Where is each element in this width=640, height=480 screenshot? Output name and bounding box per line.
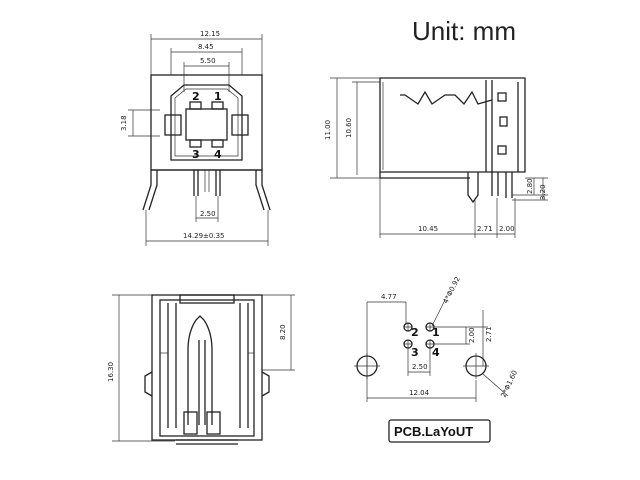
dim-side-offset-b: 2.00 — [499, 225, 515, 233]
unit-label: Unit: mm — [412, 16, 516, 46]
front-pin-4: 4 — [214, 148, 222, 161]
front-pin-1: 1 — [214, 90, 222, 103]
pcb-layout: 4.77 4*Φ0.92 2 1 3 4 2.00 2.71 2.50 12.0… — [354, 275, 520, 443]
dim-pcb-y-total: 2.71 — [485, 326, 493, 342]
dim-left-height: 3.18 — [120, 115, 128, 131]
dim-pcb-big-hole: 2*Φ1.60 — [500, 369, 520, 399]
pcb-pin-2: 2 — [411, 326, 419, 339]
dim-bottom-upper-height: 8.20 — [279, 324, 287, 340]
front-pin-3: 3 — [192, 148, 200, 161]
dim-side-total-height: 11.00 — [324, 120, 332, 140]
dim-side-offset-a: 2.71 — [477, 225, 493, 233]
dim-pcb-x-offset: 4.77 — [381, 293, 397, 301]
dim-pin-pitch: 2.50 — [200, 210, 216, 218]
pcb-pin-3: 3 — [411, 346, 419, 359]
pcb-layout-label-box — [388, 419, 491, 443]
dim-side-length: 10.45 — [418, 225, 438, 233]
dim-pcb-pitch-x: 2.50 — [412, 363, 428, 371]
side-view: 11.00 10.60 10.45 2.71 2.00 2 — [324, 77, 548, 238]
dim-side-right-a: 2.80 — [526, 178, 534, 194]
pcb-pin-4: 4 — [432, 346, 440, 359]
dim-pcb-span: 12.04 — [409, 389, 430, 397]
dim-width-mid: 8.45 — [198, 43, 214, 51]
front-pin-2: 2 — [192, 90, 200, 103]
dim-width-inner: 5.50 — [200, 57, 216, 65]
dim-pcb-pitch-y: 2.00 — [468, 327, 476, 343]
dim-pcb-small-hole: 4*Φ0.92 — [442, 275, 462, 305]
dim-side-right-b: 3.20 — [539, 184, 547, 200]
pcb-layout-label: PCB.LaYoUT — [394, 424, 473, 439]
pcb-pin-1: 1 — [432, 326, 440, 339]
front-view: 12.15 8.45 5.50 3.18 2 1 3 4 — [120, 30, 271, 246]
dim-width-total: 12.15 — [200, 30, 220, 38]
dim-bottom-total-height: 16.30 — [107, 362, 115, 382]
dim-side-body-height: 10.60 — [345, 118, 353, 138]
dim-base-width: 14.29±0.35 — [183, 232, 225, 240]
bottom-view: 16.30 8.20 — [107, 294, 295, 445]
